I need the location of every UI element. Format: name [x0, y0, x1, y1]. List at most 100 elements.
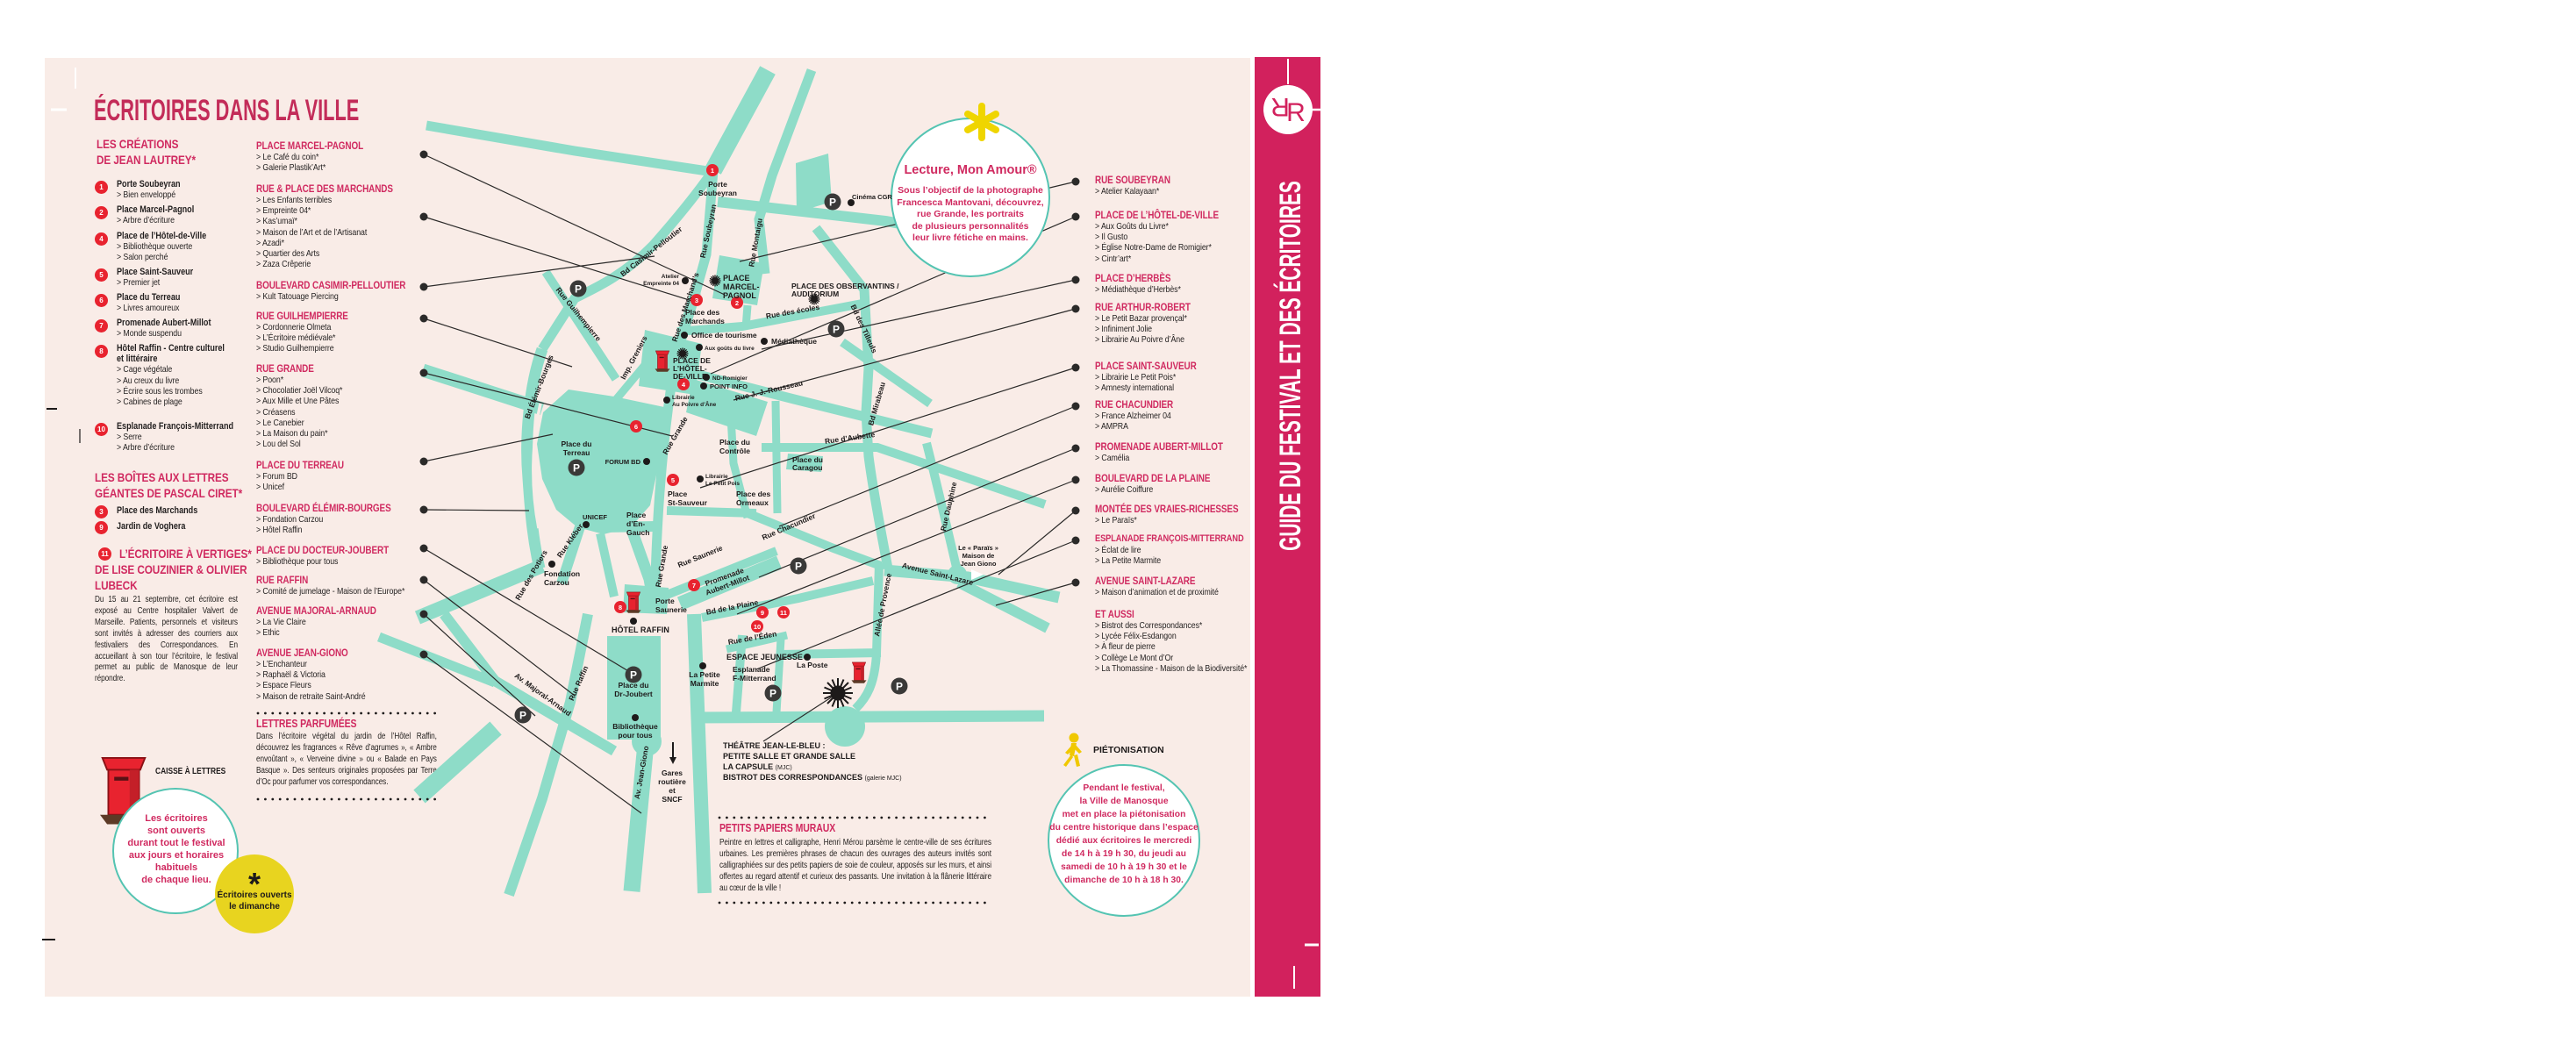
svg-text:SNCF: SNCF [662, 795, 682, 804]
svg-text:LA CAPSULE (MJC): LA CAPSULE (MJC) [723, 762, 792, 771]
svg-text:Place du: Place du [619, 681, 649, 690]
svg-text:St-Sauveur: St-Sauveur [668, 498, 708, 507]
svg-text:Place des: Place des [736, 490, 770, 498]
svg-text:PLACE: PLACE [723, 274, 750, 282]
svg-text:Terreau: Terreau [563, 448, 590, 457]
svg-text:le dimanche: le dimanche [229, 902, 280, 912]
svg-text:P: P [575, 283, 582, 296]
svg-text:Place du: Place du [562, 440, 592, 448]
svg-text:Porte: Porte [708, 180, 727, 189]
svg-text:10: 10 [754, 623, 761, 631]
svg-text:Place des: Place des [685, 308, 719, 317]
svg-text:Bibliothèque: Bibliothèque [612, 722, 658, 731]
svg-text:PAGNOL: PAGNOL [723, 291, 756, 300]
svg-text:8: 8 [619, 604, 622, 611]
svg-text:La Poste: La Poste [797, 661, 828, 669]
svg-text:P: P [519, 710, 526, 722]
svg-text:Office de tourisme: Office de tourisme [691, 331, 757, 340]
svg-text:7: 7 [692, 582, 696, 590]
svg-text:FORUM BD: FORUM BD [605, 458, 641, 466]
svg-text:R: R [1286, 98, 1306, 127]
svg-text:Au Poivre d’Âne: Au Poivre d’Âne [672, 400, 717, 408]
svg-text:P: P [630, 669, 637, 682]
svg-text:P: P [829, 197, 836, 209]
svg-text:met en place la piétonisation: met en place la piétonisation [1063, 810, 1186, 819]
svg-text:Place: Place [626, 511, 646, 519]
svg-text:Maison de: Maison de [962, 552, 995, 560]
svg-text:P: P [573, 462, 580, 475]
svg-text:Fondation: Fondation [544, 569, 580, 578]
svg-text:Marchands: Marchands [685, 317, 725, 325]
svg-text:dimanche de 10 h à 18 h 30.: dimanche de 10 h à 18 h 30. [1064, 876, 1184, 885]
svg-text:Atelier: Atelier [662, 274, 680, 280]
svg-text:Francesca Mantovani, découvrez: Francesca Mantovani, découvrez, [897, 197, 1044, 208]
svg-text:de chaque lieu.: de chaque lieu. [141, 875, 211, 885]
svg-text:Aux goûts du livre: Aux goûts du livre [705, 346, 755, 352]
svg-text:La Petite: La Petite [689, 670, 720, 679]
svg-text:Gares: Gares [662, 769, 683, 777]
svg-text:F-Mitterrand: F-Mitterrand [733, 674, 776, 683]
svg-text:Rue Soubeyran: Rue Soubeyran [698, 204, 719, 259]
svg-text:9: 9 [761, 609, 764, 617]
svg-text:R: R [1270, 92, 1290, 121]
svg-text:PETITE SALLE ET GRANDE SALLE: PETITE SALLE ET GRANDE SALLE [723, 752, 855, 761]
svg-text:UNICEF: UNICEF [583, 513, 607, 521]
svg-text:P: P [896, 681, 903, 693]
svg-text:DE-VILLE: DE-VILLE [673, 372, 707, 381]
svg-text:4: 4 [682, 381, 686, 389]
svg-text:habituels: habituels [155, 862, 197, 873]
svg-text:Empreinte 04: Empreinte 04 [643, 281, 679, 287]
svg-text:Place: Place [668, 490, 687, 498]
svg-text:ND-Romigier: ND-Romigier [712, 375, 748, 382]
svg-text:ESPACE JEUNESSE: ESPACE JEUNESSE [726, 653, 803, 661]
svg-text:leur livre fétiche en mains.: leur livre fétiche en mains. [912, 232, 1028, 243]
svg-text:durant tout le festival: durant tout le festival [127, 838, 225, 848]
svg-text:Bd Casimir-Pelloutier: Bd Casimir-Pelloutier [619, 225, 684, 279]
svg-text:Les écritoires: Les écritoires [145, 813, 208, 824]
svg-text:Jean Giono: Jean Giono [961, 560, 997, 568]
svg-text:5: 5 [671, 476, 675, 484]
svg-text:Contrôle: Contrôle [719, 447, 750, 455]
svg-text:aux jours et horaires: aux jours et horaires [129, 850, 224, 861]
svg-text:Place du: Place du [792, 455, 823, 464]
svg-text:L’HÔTEL-: L’HÔTEL- [673, 363, 707, 373]
svg-text:6: 6 [634, 423, 638, 431]
svg-text:samedi de 10 h à 19 h 30 et le: samedi de 10 h à 19 h 30 et le [1061, 862, 1187, 872]
svg-text:PLACE DE: PLACE DE [673, 356, 711, 365]
svg-text:PIÉTONISATION: PIÉTONISATION [1093, 744, 1164, 755]
svg-text:Marmite: Marmite [691, 679, 719, 688]
svg-text:rue Grande, les portraits: rue Grande, les portraits [917, 209, 1024, 219]
svg-text:Pendant le festival,: Pendant le festival, [1083, 783, 1164, 793]
svg-text:Porte: Porte [655, 597, 675, 605]
svg-text:Écritoires ouverts: Écritoires ouverts [217, 889, 291, 900]
svg-text:3: 3 [695, 297, 698, 304]
svg-text:Esplanade: Esplanade [733, 665, 770, 674]
svg-text:du centre historique dans l’es: du centre historique dans l’espace [1049, 823, 1199, 833]
svg-text:Cinéma CGR: Cinéma CGR [852, 193, 892, 201]
svg-text:de plusieurs personnalités: de plusieurs personnalités [912, 221, 1028, 232]
svg-text:d’En-: d’En- [626, 519, 645, 528]
svg-text:P: P [795, 561, 802, 573]
svg-text:Lecture, Mon Amour®: Lecture, Mon Amour® [904, 163, 1036, 177]
svg-text:Rue Saunerie: Rue Saunerie [676, 543, 724, 569]
svg-text:Le Petit Pois: Le Petit Pois [705, 481, 740, 487]
svg-text:PLACE DES OBSERVANTINS /: PLACE DES OBSERVANTINS / [791, 282, 899, 290]
svg-text:Médiathèque: Médiathèque [771, 337, 817, 346]
svg-text:Saunerie: Saunerie [655, 605, 687, 614]
svg-text:1: 1 [711, 167, 714, 175]
svg-text:Carzou: Carzou [544, 578, 569, 587]
svg-text:pour tous: pour tous [618, 731, 652, 740]
svg-text:POINT INFO: POINT INFO [710, 383, 748, 390]
svg-text:Caragou: Caragou [792, 463, 822, 472]
svg-text:P: P [833, 324, 840, 336]
svg-text:Ormeaux: Ormeaux [736, 498, 769, 507]
svg-text:P: P [769, 688, 776, 700]
svg-text:de 14 h à 19 h 30, du jeudi au: de 14 h à 19 h 30, du jeudi au [1062, 849, 1186, 859]
svg-text:BISTROT DES CORRESPONDANCES (g: BISTROT DES CORRESPONDANCES (galerie MJC… [723, 773, 902, 782]
svg-text:Sous l’objectif de la photogr: Sous l’objectif de la photographe [898, 185, 1043, 196]
svg-text:*: * [248, 866, 261, 902]
svg-text:routière: routière [658, 777, 686, 786]
svg-text:dédié aux écritoires le mercre: dédié aux écritoires le mercredi [1056, 836, 1192, 846]
svg-text:Le « Paraïs »: Le « Paraïs » [958, 544, 998, 552]
svg-text:sont ouverts: sont ouverts [147, 826, 205, 836]
